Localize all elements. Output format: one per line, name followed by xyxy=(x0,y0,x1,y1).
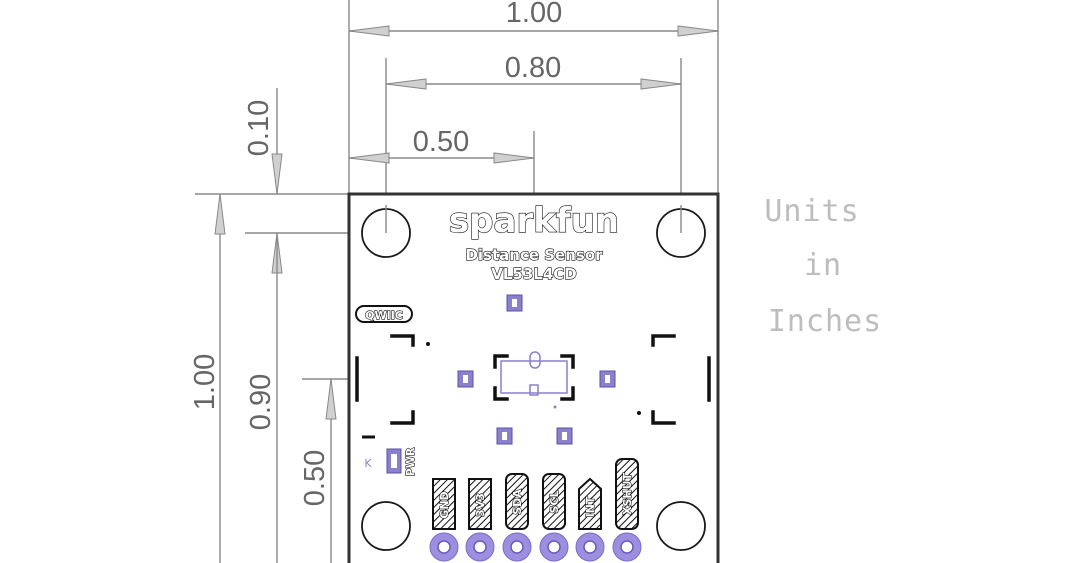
arrow-right xyxy=(677,25,719,37)
arrow-left xyxy=(348,152,390,164)
mounting-hole-bottom-right xyxy=(656,501,706,551)
arrow-left xyxy=(385,78,427,90)
pin-tab xyxy=(615,458,639,530)
dimension-top-center: 0.50 xyxy=(348,126,535,358)
dimension-left-outer: 1.00 xyxy=(189,193,226,563)
dimension-label-hole-width: 0.80 xyxy=(505,52,561,84)
dimension-left-hole: 0.90 xyxy=(245,233,278,563)
pin-label-sda: SDA xyxy=(511,489,524,515)
dimension-label-center-height: 0.50 xyxy=(299,450,331,506)
power-led: K PWR xyxy=(362,435,418,477)
dimension-top-holes: 0.80 xyxy=(385,52,682,233)
board-outline xyxy=(347,192,720,563)
dimension-left-offset: 0.10 xyxy=(195,88,386,274)
dimension-label-hole-height: 0.90 xyxy=(245,374,277,430)
arrow-down xyxy=(271,153,283,195)
smd-pad xyxy=(599,370,616,388)
dimension-left-center: 0.50 xyxy=(299,378,420,563)
svg-text:QWIIC: QWIIC xyxy=(365,309,403,322)
units-line-1: Units xyxy=(764,194,859,229)
pin-tab xyxy=(432,478,456,530)
pin-label-scl: SCL xyxy=(548,490,561,513)
dimension-label-outer-height: 1.00 xyxy=(189,354,221,410)
pin-tab xyxy=(505,473,529,530)
dimension-top-outer: 1.00 xyxy=(348,0,719,193)
units-line-3: Inches xyxy=(768,304,882,339)
smd-pad xyxy=(496,427,513,445)
led-label: PWR xyxy=(404,447,417,476)
arrow-right xyxy=(640,78,682,90)
arrow-left xyxy=(348,25,390,37)
pin-tab xyxy=(542,473,566,530)
smd-pad xyxy=(457,370,474,388)
smd-pads xyxy=(457,294,616,445)
units-note: Units in Inches xyxy=(764,194,882,339)
qwiic-label: QWIIC xyxy=(355,305,413,323)
smd-pad xyxy=(556,427,573,445)
pin-tab xyxy=(578,477,602,530)
arrow-up xyxy=(214,193,226,235)
smd-pad xyxy=(506,294,523,312)
pin-tab xyxy=(468,478,492,530)
pin-label-tabs xyxy=(432,458,639,530)
arrow-up xyxy=(325,378,337,420)
pin-labels: GND 3V3 SDA SCL INT XSHUT xyxy=(437,472,634,519)
sparkfun-logo: sparkfun xyxy=(449,201,619,241)
units-line-2: in xyxy=(804,248,842,283)
dimension-label-outer-width: 1.00 xyxy=(506,0,562,29)
board-part-number: VL53L4CD xyxy=(491,265,577,283)
mounting-hole-bottom-left xyxy=(361,501,411,551)
dimension-label-offset: 0.10 xyxy=(243,100,275,156)
led-cathode-mark: K xyxy=(364,457,372,470)
left-connector-outline xyxy=(355,334,430,425)
pin-label-3v3: 3V3 xyxy=(474,493,487,517)
right-connector-outline xyxy=(637,334,711,425)
header-pins xyxy=(429,532,642,562)
arrow-right xyxy=(493,152,535,164)
pin-label-int: INT xyxy=(584,496,597,517)
pin-label-xshut: XSHUT xyxy=(621,472,634,515)
dimension-label-center: 0.50 xyxy=(413,126,469,158)
pin-label-gnd: GND xyxy=(438,491,451,518)
board-title: Distance Sensor xyxy=(465,246,603,264)
sensor-footprint xyxy=(493,351,575,409)
